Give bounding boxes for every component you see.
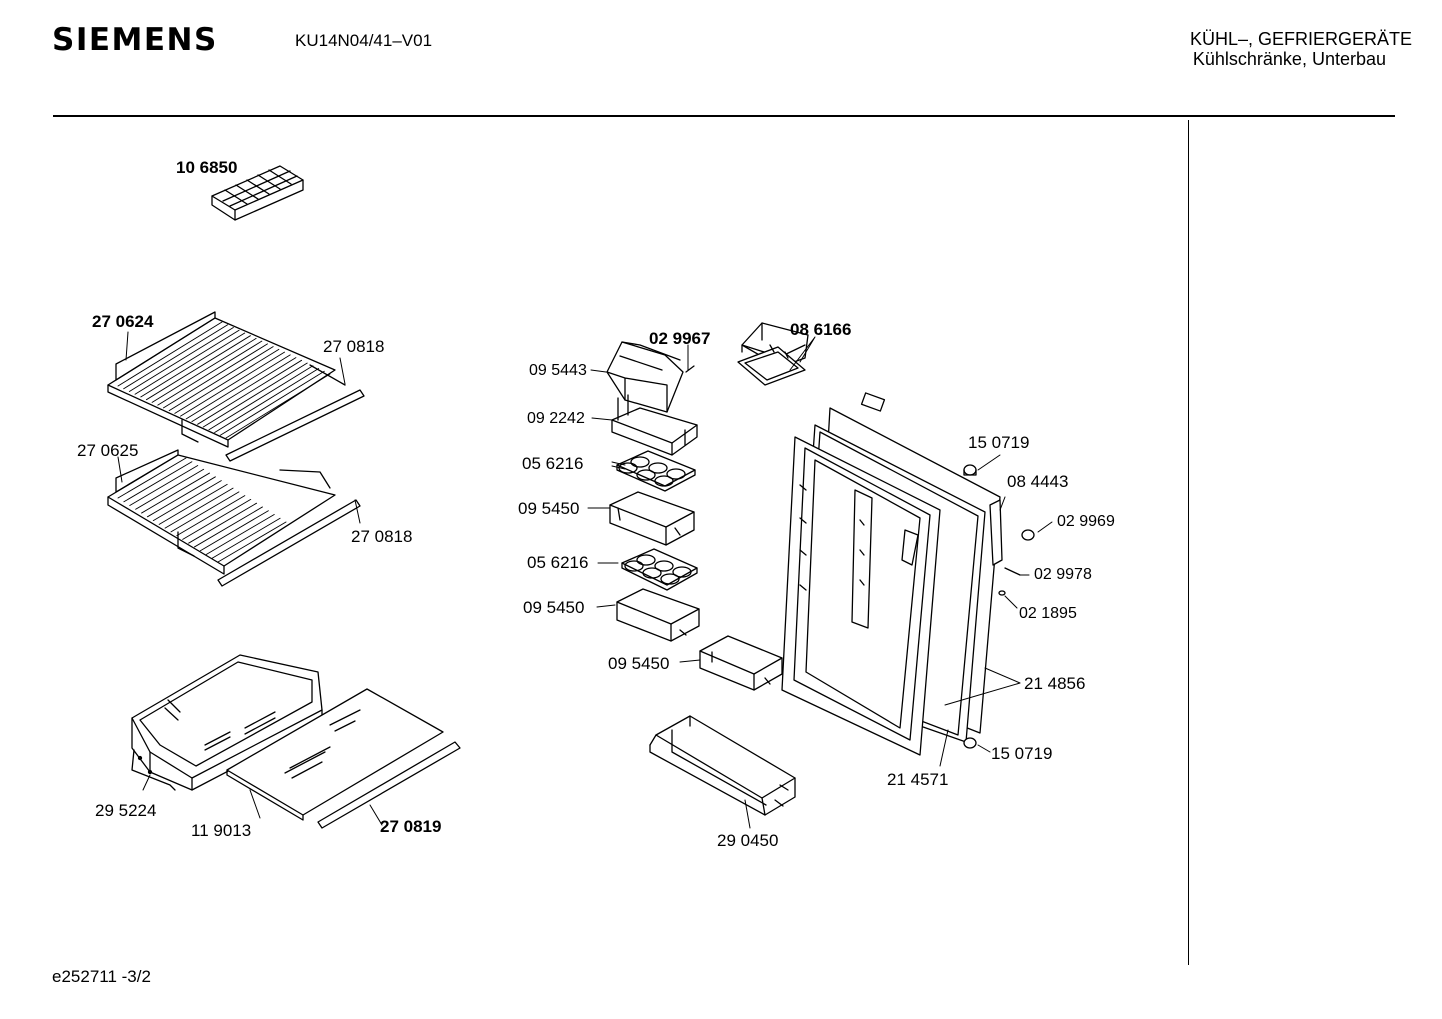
part-label-02-9969: 02 9969 [1057, 513, 1115, 530]
shelf-wire [226, 374, 330, 438]
shelf-wire [135, 330, 239, 394]
egg-rack-lid [607, 342, 694, 412]
shelf-wire [186, 355, 290, 419]
part-label-05-6216-upper: 05 6216 [522, 454, 584, 473]
shelf-wire [177, 496, 245, 536]
wire-shelf-lower [108, 450, 360, 586]
shelf-wire [175, 349, 279, 413]
part-label-09-5450-2: 09 5450 [523, 598, 585, 617]
shelf-wire [192, 358, 296, 422]
part-label-29-5224: 29 5224 [95, 801, 157, 820]
part-label-15-0719-upper: 15 0719 [968, 433, 1030, 452]
shelf-wire [218, 522, 286, 562]
shelf-wire [194, 507, 262, 547]
shelf-wire [215, 369, 319, 433]
part-label-11-9013: 11 9013 [191, 821, 252, 840]
part-label-27-0818-upper: 27 0818 [323, 337, 385, 356]
shelf-wire [171, 492, 239, 532]
part-label-02-1895: 02 1895 [1019, 605, 1077, 622]
shelf-wire [212, 518, 280, 558]
shelf-wire [130, 466, 198, 506]
shelf-wire [198, 360, 302, 424]
shelf-wire [118, 458, 186, 498]
shelf-wire [189, 503, 257, 543]
shelf-wire [142, 473, 210, 513]
shelf-wire [220, 371, 324, 435]
shelf-wire [136, 469, 204, 509]
egg-tray-lower [622, 549, 697, 590]
glass-shelf [227, 689, 460, 828]
shelf-wire [183, 499, 251, 539]
butter-box [738, 323, 808, 385]
shelf-wire [169, 347, 273, 411]
wire-shelf-upper [108, 312, 364, 461]
shelf-wire [165, 488, 233, 528]
shelf-wire [124, 325, 228, 389]
shelf-wire [147, 477, 215, 517]
shelf-wire [209, 366, 313, 430]
part-label-21-4571: 21 4571 [887, 770, 949, 789]
small-tray-1 [610, 492, 694, 545]
part-label-09-5443: 09 5443 [529, 362, 587, 379]
bottle-shelf [650, 716, 795, 815]
shelf-wire [206, 514, 274, 554]
part-label-27-0625: 27 0625 [77, 441, 139, 460]
shelf-wire [163, 344, 267, 408]
part-label-10-6850: 10 6850 [176, 158, 238, 177]
shelf-wire [203, 363, 307, 427]
part-label-09-2242: 09 2242 [527, 410, 585, 427]
shelf-wire [124, 462, 192, 502]
shelf-wire [152, 338, 256, 402]
part-label-27-0818-lower: 27 0818 [351, 527, 413, 546]
shelf-wire [129, 327, 233, 391]
shelf-wire [146, 336, 250, 400]
part-label-08-6166: 08 6166 [790, 320, 852, 339]
document-code: e252711 -3/2 [52, 967, 151, 986]
part-label-02-9978: 02 9978 [1034, 566, 1092, 583]
egg-tray-upper [617, 451, 695, 491]
small-tray-2 [617, 589, 699, 641]
shelf-wire [158, 341, 262, 405]
shelf-wire [153, 481, 221, 521]
side-divider [1188, 120, 1189, 965]
door-inner-liner [782, 437, 940, 755]
part-label-05-6216-lower: 05 6216 [527, 553, 589, 572]
category-title: KÜHL–, GEFRIERGERÄTE [1189, 29, 1412, 49]
shelf-wire [200, 511, 268, 551]
part-label-29-0450: 29 0450 [717, 831, 779, 850]
part-label-02-9967: 02 9967 [649, 329, 711, 348]
hinge-parts [964, 465, 1034, 748]
part-label-15-0719-lower: 15 0719 [991, 744, 1053, 763]
small-tray-3 [700, 636, 782, 690]
shelf-wire [159, 484, 227, 524]
part-label-09-5450-3: 09 5450 [608, 654, 670, 673]
shelf-wire [118, 322, 222, 386]
part-label-08-4443: 08 4443 [1007, 472, 1069, 491]
part-label-09-5450-1: 09 5450 [518, 499, 580, 518]
model-number: KU14N04/41–V01 [295, 31, 433, 50]
shelf-wire [141, 333, 245, 397]
part-label-27-0819: 27 0819 [380, 817, 442, 836]
ice-cube-tray [212, 166, 303, 220]
part-label-21-4856: 21 4856 [1024, 674, 1086, 693]
egg-rack-base [612, 395, 697, 455]
shelf-wire [181, 352, 285, 416]
header-divider [53, 115, 1395, 117]
category-subtitle: Kühlschränke, Unterbau [1192, 49, 1386, 69]
brand-logo: SIEMENS [52, 22, 218, 58]
leader-lines [118, 332, 1052, 828]
part-label-27-0624: 27 0624 [92, 312, 154, 331]
